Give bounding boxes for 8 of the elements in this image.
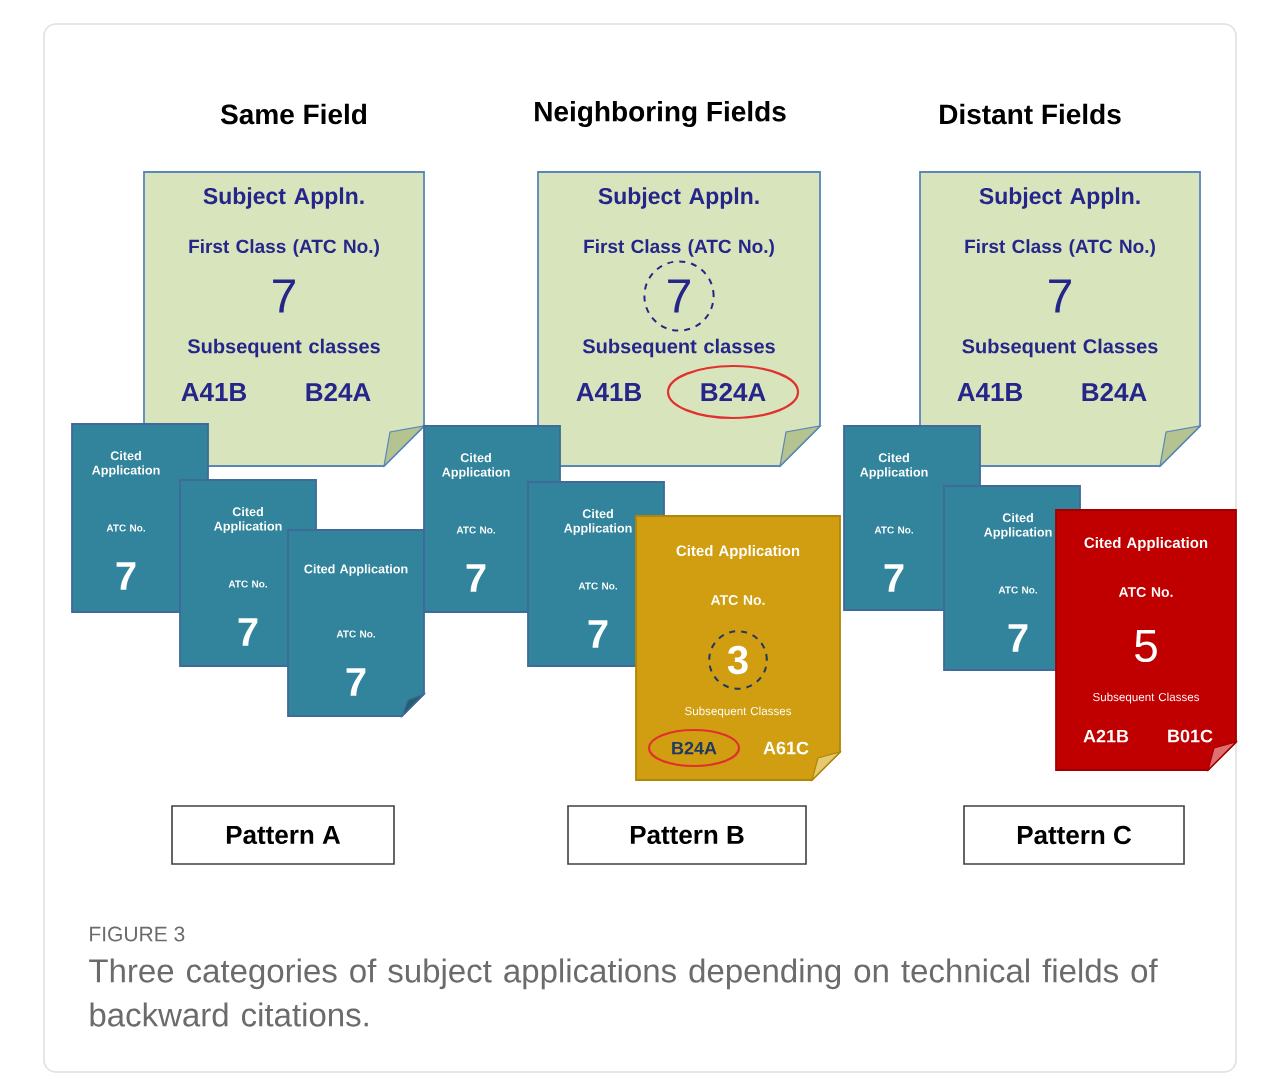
- pattern-box: Pattern B: [567, 805, 807, 865]
- pattern-box: Pattern C: [963, 805, 1185, 865]
- column-heading: Neighboring Fields: [535, 100, 786, 128]
- caption: Three categories of subject applications depending on technical fields of backward citations.: [89, 958, 1158, 1027]
- pattern-box: Pattern A: [171, 805, 395, 865]
- figure-label: FIGURE 3: [90, 926, 185, 942]
- column-heading: Same Field: [220, 103, 367, 125]
- column-heading: Distant Fields: [940, 103, 1121, 125]
